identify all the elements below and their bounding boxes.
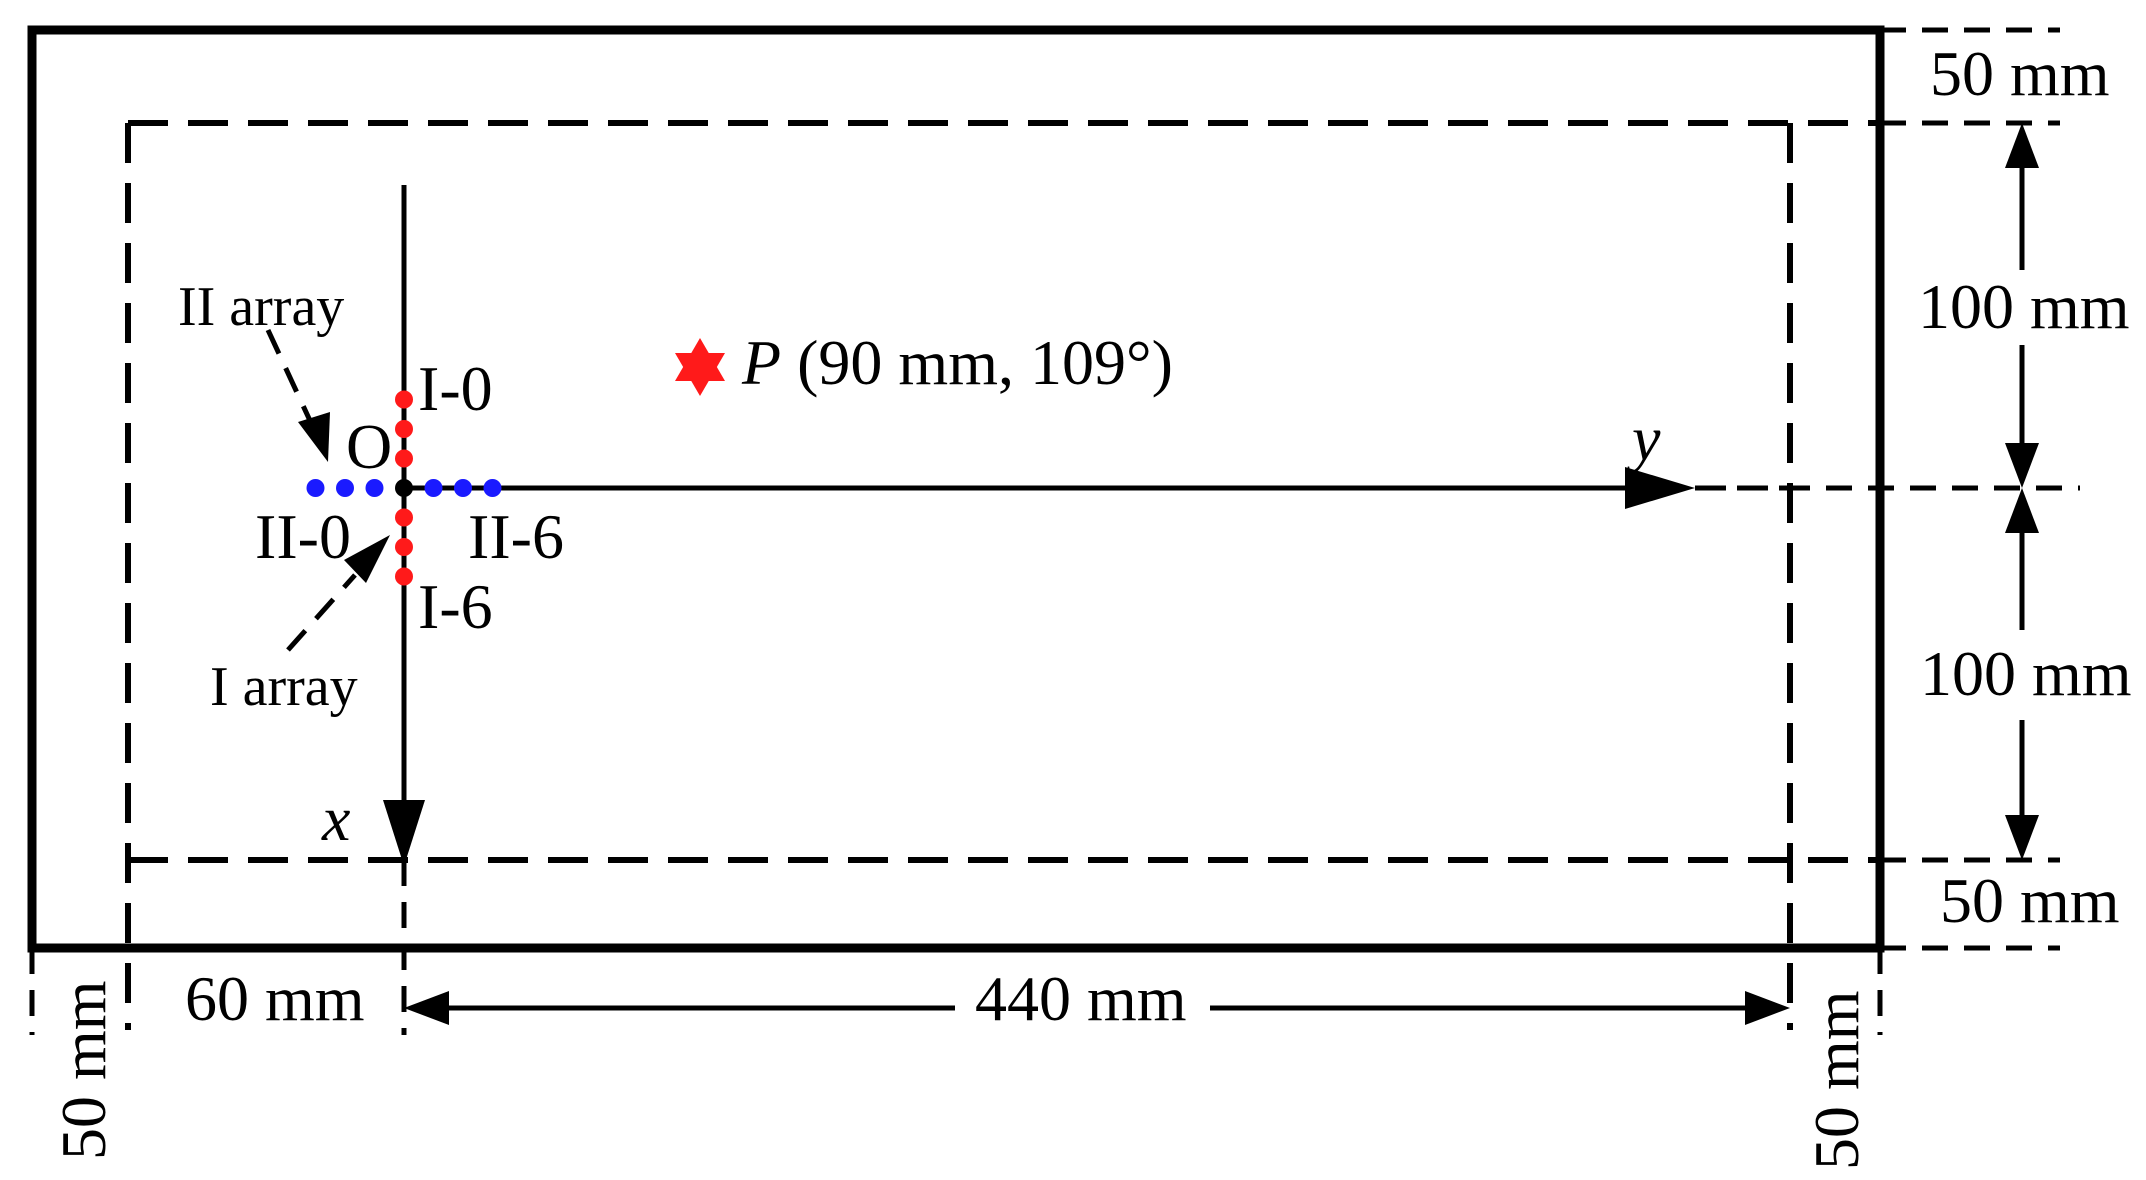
sensor-i-4 [395,508,413,527]
sensor-i0-label: I-0 [418,353,493,424]
inner-dashed-region [125,120,1880,1030]
sensor-array-ii [306,479,502,497]
sensor-ii-4 [424,479,443,497]
sensor-ii6-label: II-6 [468,501,564,572]
dim-left-offset-label: 60 mm [185,963,365,1034]
sensor-array-i [395,390,413,586]
dim-upper-label: 100 mm [1918,271,2130,342]
dim-lower-label: 100 mm [1920,638,2132,709]
sensor-ii-5 [454,479,472,497]
sensor-i6-label: I-6 [418,571,493,642]
i-array-pointer [286,535,390,652]
axis-x-label: x [321,783,350,854]
sensor-ii0-label: II-0 [255,501,351,572]
sensor-ii-6 [483,479,502,497]
sensor-ii-1 [336,479,354,497]
axis-y-label: y [1626,403,1661,474]
sensor-i-5 [395,538,413,556]
i-array-label: I array [210,656,358,718]
source-star-icon [675,338,725,396]
length-dimension-arrow [404,991,1790,1025]
origin-sensor [395,479,413,497]
dim-length-label: 440 mm [975,963,1187,1034]
ii-array-label: II array [178,276,344,338]
dim-bottom-label: 50 mm [1940,865,2120,936]
vertical-dimension-arrows [2005,123,2039,860]
ii-array-pointer [265,328,330,462]
sensor-i-2 [395,449,413,468]
dim-right-margin-label: 50 mm [1801,990,1872,1170]
origin-label: O [346,411,392,482]
y-axis [404,467,1790,509]
source-label: P (90 mm, 109°) [741,327,1173,398]
dim-left-margin-label: 50 mm [48,980,119,1160]
extension-lines [29,27,2080,1035]
sensor-i-6 [395,567,413,586]
dim-top-label: 50 mm [1930,38,2110,109]
sensor-ii-2 [365,479,384,497]
sensor-i-0 [395,390,413,409]
sensor-i-1 [395,420,413,438]
sensor-ii-0 [306,479,325,497]
